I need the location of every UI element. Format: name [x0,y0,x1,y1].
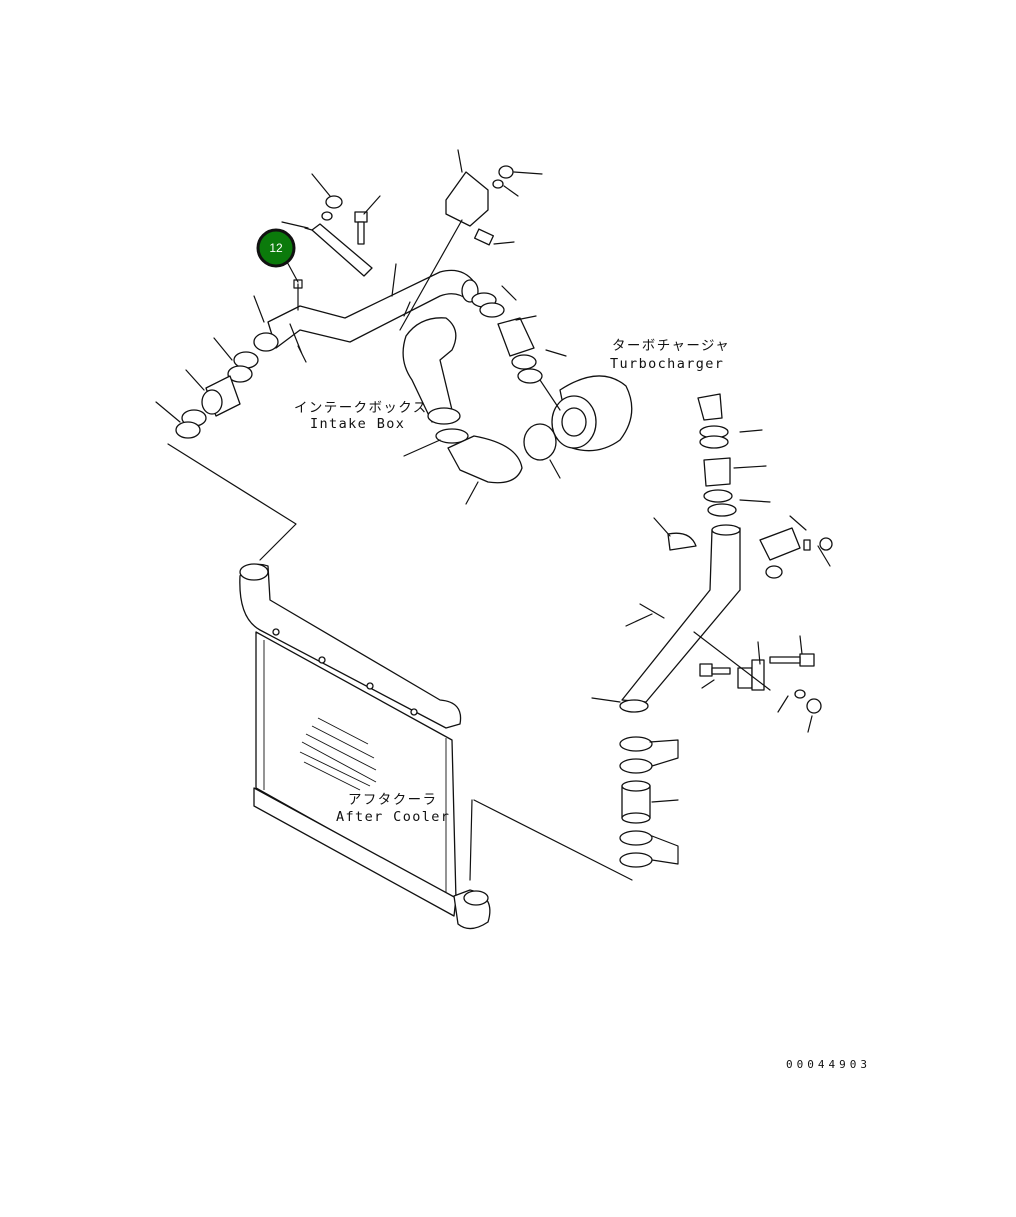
lower-hose-clamp-stack [473,736,679,881]
bolt-lower-left [699,663,731,689]
bolt-top [354,195,381,245]
turbocharger-label-jp: ターボチャージャ [612,338,730,354]
intake-hose-group [402,317,523,505]
cross-over-pipe [621,527,741,703]
left-hose-clamp-stack [155,337,297,561]
intake-box-label-en: Intake Box [310,416,405,432]
turbo-outlet-elbow [697,393,723,421]
after-cooler-label-en: After Cooler [336,809,450,825]
after-cooler-label-jp: アフタクーラ [348,792,437,808]
intake-box-label-jp: インテークボックス [294,400,428,416]
bolt-right [473,228,515,246]
turbocharger-label-en: Turbocharger [610,356,724,372]
bolt-lower-right [769,635,815,667]
upper-intake-pipe-group [253,149,543,363]
intake-elbow-upper [402,317,457,423]
callout-12-number[interactable]: 12 [269,241,283,255]
upper-bracket [311,223,373,277]
turbo-side-clamps [471,285,567,479]
turbocharger [539,375,633,452]
right-pipe-assembly [591,393,833,733]
after-cooler [239,563,491,930]
nut-washer-right [492,165,543,197]
callout-12[interactable]: 12 [256,228,299,283]
upper-right-bracket [445,171,489,227]
intake-elbow-lower [447,435,523,484]
callout-12-circle[interactable] [256,228,296,268]
drawing-number: 00044903 [786,1058,871,1071]
nut-washer-top [311,173,343,221]
